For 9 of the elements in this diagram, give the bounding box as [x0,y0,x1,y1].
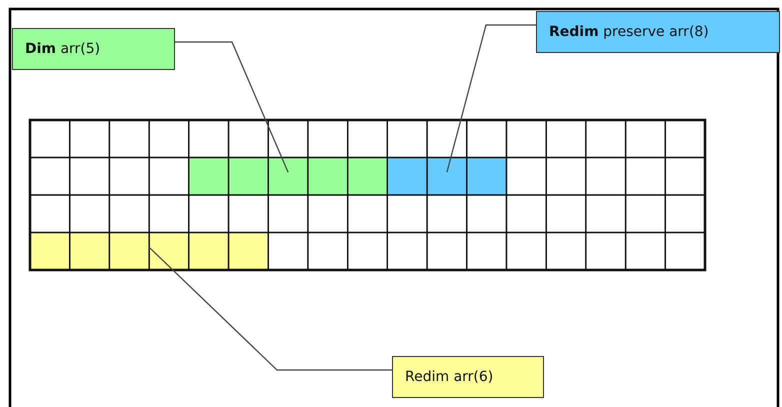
highlighted-cells [188,158,388,195]
leader-line [148,246,392,371]
highlighted-cells [387,158,506,195]
highlighted-cells [30,232,268,270]
label-box: Redim preserve arr(8) [536,11,780,53]
leader-line [175,41,289,172]
leader-line [446,24,536,172]
label-box: Dim arr(5) [12,28,175,70]
label-box: Redim arr(6) [392,356,544,398]
